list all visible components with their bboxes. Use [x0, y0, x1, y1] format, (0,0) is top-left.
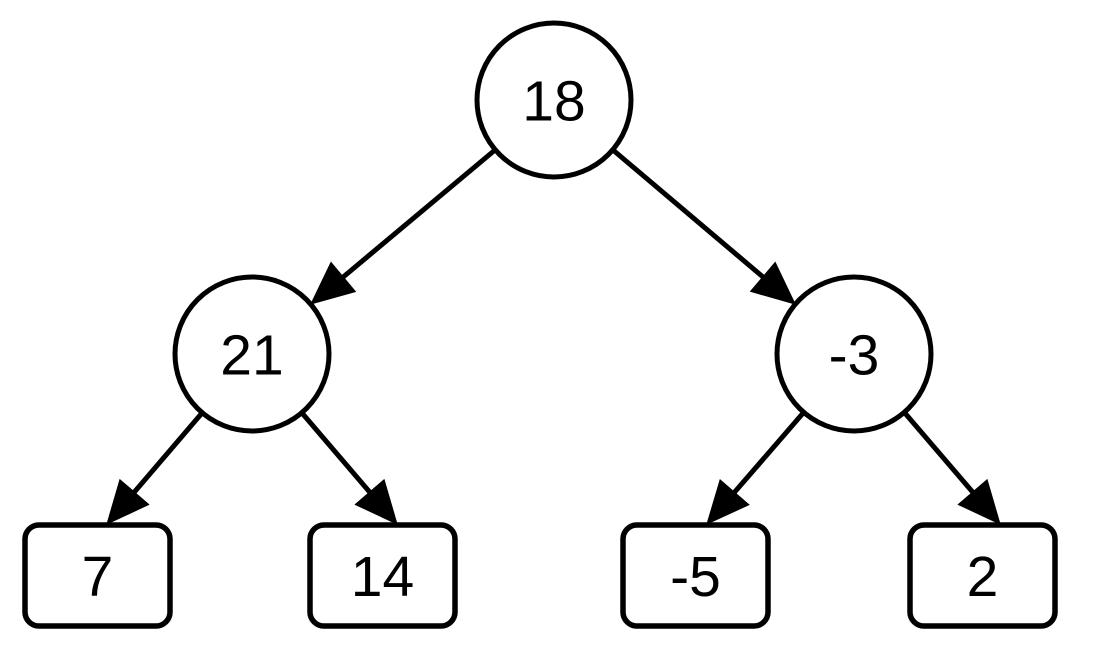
edge-line	[732, 410, 806, 494]
edge-right-child-to-leaf-rl	[706, 410, 806, 525]
node-label: 2	[967, 545, 999, 609]
tree-node-leaf-lr: 14	[307, 522, 458, 629]
node-circle	[172, 274, 332, 434]
arrowhead-icon	[957, 478, 1001, 525]
edge-line	[611, 148, 765, 279]
node-rounded-rect	[907, 522, 1058, 629]
arrowhead-icon	[106, 478, 150, 525]
tree-node-right-child: -3	[774, 274, 934, 434]
node-circle	[474, 20, 634, 180]
arrowhead-icon	[749, 261, 796, 305]
node-label: -3	[829, 324, 880, 388]
node-rounded-rect	[620, 522, 771, 629]
node-label: -5	[670, 545, 721, 609]
edge-root-to-left-child	[310, 148, 497, 305]
tree-node-root: 18	[474, 20, 634, 180]
node-rounded-rect	[22, 522, 173, 629]
edge-line	[300, 411, 372, 494]
edge-line	[341, 148, 497, 279]
node-label: 18	[522, 70, 585, 134]
nodes-layer: 18 21 -3 7 14 -5	[22, 20, 1058, 629]
edge-right-child-to-leaf-rr	[902, 410, 1001, 525]
edge-root-to-right-child	[611, 148, 796, 305]
arrowhead-icon	[310, 261, 357, 305]
node-label: 21	[220, 324, 283, 388]
tree-node-leaf-rl: -5	[620, 522, 771, 629]
edge-left-child-to-leaf-lr	[300, 411, 398, 525]
edges-layer	[106, 148, 1001, 525]
node-rounded-rect	[307, 522, 458, 629]
edge-line	[132, 411, 204, 494]
arrowhead-icon	[354, 478, 398, 525]
node-label: 7	[82, 545, 114, 609]
tree-node-left-child: 21	[172, 274, 332, 434]
tree-node-leaf-ll: 7	[22, 522, 173, 629]
arrowhead-icon	[706, 479, 750, 525]
node-label: 14	[351, 545, 414, 609]
node-circle	[774, 274, 934, 434]
edge-left-child-to-leaf-ll	[106, 411, 204, 525]
edge-line	[902, 410, 975, 494]
tree-node-leaf-rr: 2	[907, 522, 1058, 629]
